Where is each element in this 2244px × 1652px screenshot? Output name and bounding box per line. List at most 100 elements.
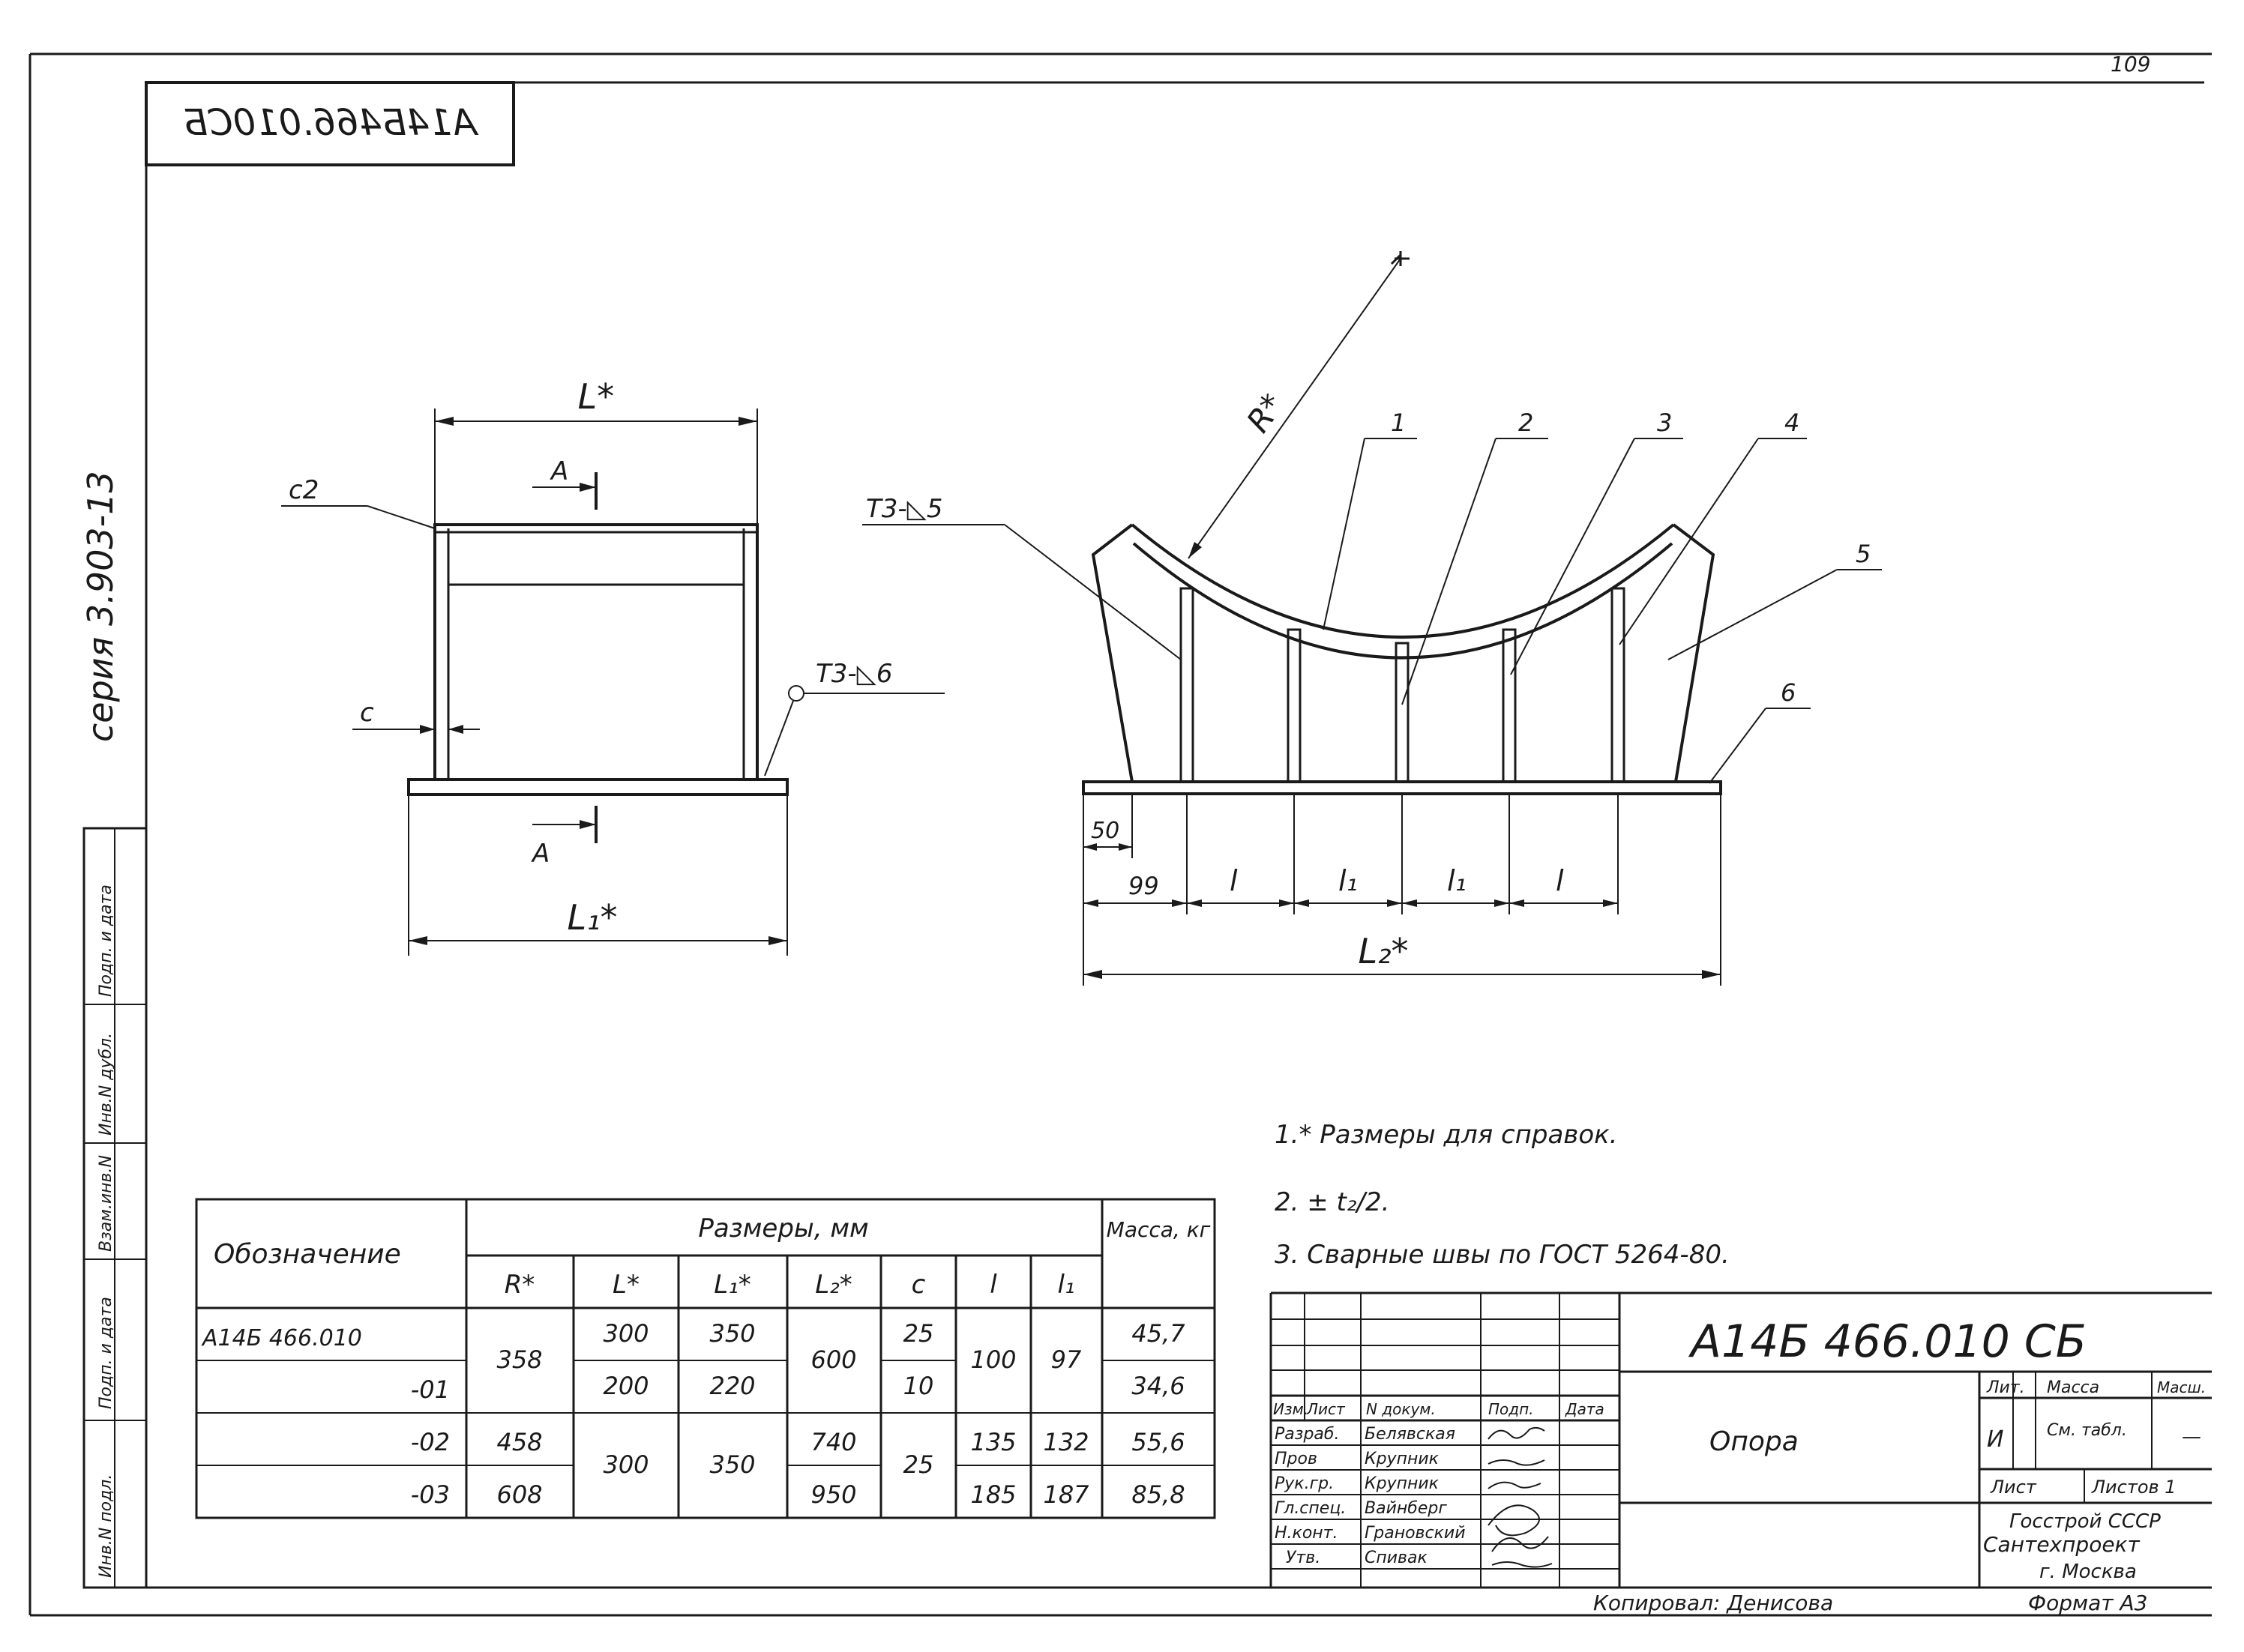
copied-by: Копировал: Денисова xyxy=(1593,1591,1833,1615)
person-3: Крупник xyxy=(1365,1474,1440,1493)
role-5: Н.конт. xyxy=(1275,1524,1338,1543)
series-label: серия 3.903-13 xyxy=(80,471,121,742)
person-5: Грановский xyxy=(1365,1524,1466,1543)
lit-header: Лит. xyxy=(1986,1378,2025,1397)
dim-50: 50 xyxy=(1091,818,1119,844)
role-3: Рук.гр. xyxy=(1275,1474,1334,1493)
signature-marks xyxy=(1488,1426,1553,1568)
cell-L1: 350 xyxy=(709,1450,755,1479)
scale-value: — xyxy=(2182,1426,2201,1448)
cell-L: 300 xyxy=(603,1319,649,1348)
stamp-code: А14Б466.010СБ xyxy=(183,102,479,144)
note-2: 2. ± t₂/2. xyxy=(1275,1187,1389,1217)
title-people: Белявская Крупник Крупник Вайнберг Грано… xyxy=(1365,1425,1466,1567)
part-4: 4 xyxy=(1784,409,1799,437)
person-1: Белявская xyxy=(1365,1425,1455,1444)
role-1: Разраб. xyxy=(1275,1425,1339,1444)
cell-designation: -02 xyxy=(411,1428,450,1456)
dimension-table: Обозначение Размеры, мм Масса, кг R* L* … xyxy=(195,1198,1216,1519)
org-line-2: Сантехпроект xyxy=(1983,1532,2140,1557)
cell-R: 358 xyxy=(496,1345,542,1374)
person-4: Вайнберг xyxy=(1365,1499,1447,1518)
cell-designation: -01 xyxy=(411,1375,450,1404)
cell-l: 100 xyxy=(970,1345,1016,1374)
org-line-3: г. Москва xyxy=(2039,1561,2137,1583)
cell-L2: 600 xyxy=(810,1345,856,1374)
person-2: Крупник xyxy=(1365,1450,1440,1468)
side-col-4: Инв.N дубл. xyxy=(97,1033,115,1136)
cell-c: 25 xyxy=(903,1319,934,1348)
title-name: Опора xyxy=(1709,1426,1799,1457)
sheet-frame xyxy=(28,52,2212,1617)
cell-l1: 132 xyxy=(1043,1428,1089,1456)
role-6: Утв. xyxy=(1286,1549,1320,1567)
dim-L1: L₁* xyxy=(567,897,617,938)
cell-mass: 85,8 xyxy=(1131,1480,1185,1509)
extension-lines xyxy=(1083,794,1721,986)
cell-l: 135 xyxy=(970,1428,1016,1456)
header-mass: Масса, кг xyxy=(1107,1217,1211,1242)
title-block: А14Б 466.010 СБ Опора Изм. Лист N докум.… xyxy=(1269,1291,2212,1588)
col-L: L* xyxy=(613,1270,640,1300)
cell-l1: 187 xyxy=(1043,1480,1089,1509)
col-izm: Изм. xyxy=(1273,1400,1308,1418)
col-l: l xyxy=(990,1270,997,1300)
chamfer-label: с2 xyxy=(289,475,319,505)
col-L2: L₂* xyxy=(815,1270,852,1300)
side-col-2: Подп. и дата xyxy=(97,1297,115,1409)
dim-L: L* xyxy=(578,376,615,417)
col-list: Лист xyxy=(1306,1400,1346,1418)
cell-l1: 97 xyxy=(1051,1345,1082,1374)
col-l1: l₁ xyxy=(1057,1270,1074,1300)
sheets-label: Листов 1 xyxy=(2091,1477,2177,1498)
lit-value: И xyxy=(1987,1426,2003,1453)
col-L1: L₁* xyxy=(714,1270,751,1300)
cell-mass: 55,6 xyxy=(1131,1428,1185,1456)
cell-L1: 350 xyxy=(709,1319,755,1348)
dim-l-1: l xyxy=(1230,864,1238,897)
radius-label: R* xyxy=(1239,388,1291,439)
col-doc: N докум. xyxy=(1366,1400,1436,1418)
part-1: 1 xyxy=(1391,409,1406,437)
table-row: -02 458 300 350 740 25 135 132 55,6 xyxy=(411,1428,1185,1479)
part-callouts: 1 2 3 4 5 6 xyxy=(1323,409,1882,784)
note-1: 1.* Размеры для справок. xyxy=(1275,1120,1618,1150)
dim-l1-2: l₁ xyxy=(1447,864,1467,897)
col-sign: Подп. xyxy=(1488,1400,1534,1418)
cell-L2: 740 xyxy=(810,1428,856,1456)
org-line-1: Госстрой СССР xyxy=(2009,1510,2161,1533)
cell-c: 10 xyxy=(903,1372,934,1400)
header-designation: Обозначение xyxy=(214,1239,401,1270)
section-A-bottom: A xyxy=(531,839,550,869)
scale-header: Масш. xyxy=(2157,1378,2206,1396)
table-row: А14Б 466.010 358 300 350 600 25 100 97 4… xyxy=(201,1319,1185,1374)
note-3: 3. Сварные швы по ГОСТ 5264-80. xyxy=(1275,1240,1730,1270)
role-2: Пров xyxy=(1275,1450,1317,1468)
header-sizes: Размеры, мм xyxy=(698,1214,868,1243)
mass-value: См. табл. xyxy=(2047,1421,2127,1440)
title-col-headers: Изм. Лист N докум. Подп. Дата xyxy=(1273,1400,1604,1418)
part-2: 2 xyxy=(1518,409,1533,437)
cell-mass: 34,6 xyxy=(1131,1372,1185,1400)
mass-header: Масса xyxy=(2047,1378,2099,1397)
table-row: -03 608 950 185 187 85,8 xyxy=(411,1480,1185,1509)
right-view: R* Т3-◺5 1 2 3 4 5 6 xyxy=(862,251,1882,986)
title-roles: Разраб. Пров Рук.гр. Гл.спец. Н.конт. Ут… xyxy=(1275,1425,1346,1567)
section-A-top: A xyxy=(550,456,568,486)
cell-c: 25 xyxy=(903,1450,934,1479)
part-3: 3 xyxy=(1657,409,1672,437)
dim-l-2: l xyxy=(1556,864,1564,897)
cell-R: 608 xyxy=(496,1480,542,1509)
weld-label-left: Т3-◺6 xyxy=(816,659,892,689)
title-code: А14Б 466.010 СБ xyxy=(1688,1315,2087,1368)
side-col-1: Инв.N подл. xyxy=(97,1474,115,1578)
cell-designation: А14Б 466.010 xyxy=(201,1325,362,1351)
dim-L2: L₂* xyxy=(1358,931,1408,971)
role-4: Гл.спец. xyxy=(1275,1499,1346,1518)
dim-99: 99 xyxy=(1128,872,1159,900)
table-column-headers: R* L* L₁* L₂* с l l₁ xyxy=(505,1270,1075,1300)
part-6: 6 xyxy=(1781,678,1796,707)
person-6: Спивак xyxy=(1365,1549,1428,1567)
cell-mass: 45,7 xyxy=(1131,1319,1185,1348)
dim-l1-1: l₁ xyxy=(1338,864,1358,897)
